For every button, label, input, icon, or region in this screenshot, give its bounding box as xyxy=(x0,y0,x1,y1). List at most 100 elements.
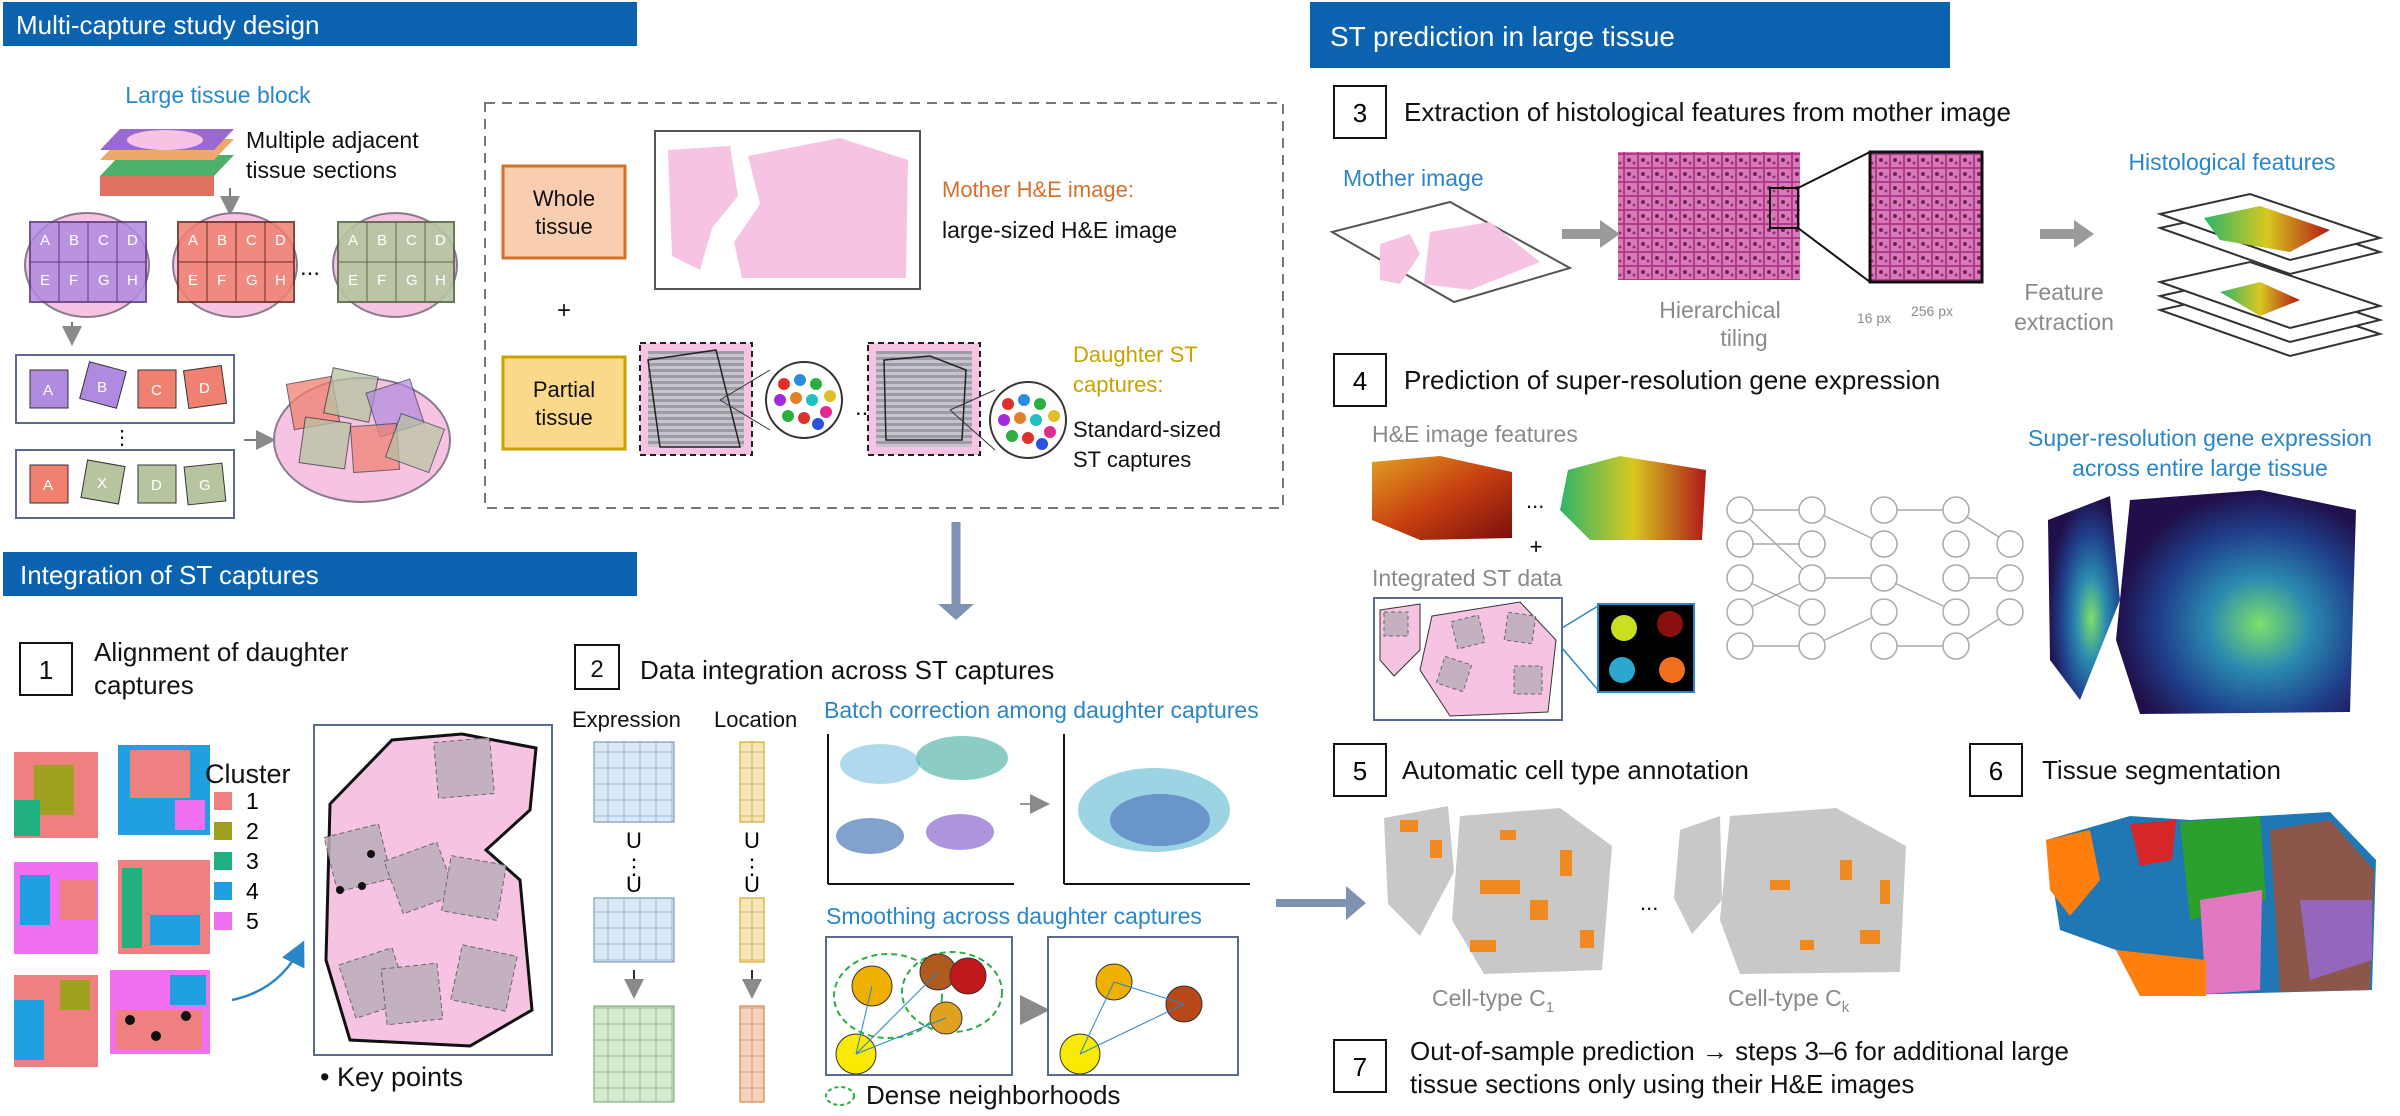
cluster-legend: 1 2 3 4 5 xyxy=(214,788,259,934)
step4-title: Prediction of super-resolution gene expr… xyxy=(1404,365,1940,395)
cluster-title: Cluster xyxy=(205,759,291,789)
section-grid-purple xyxy=(24,212,150,318)
celltype-ellipsis: ... xyxy=(1640,890,1658,915)
px256-label: 256 px xyxy=(1911,303,1953,319)
step2-number: 2 xyxy=(590,656,603,683)
tissue-segmentation-map xyxy=(2046,812,2376,996)
svg-text:G: G xyxy=(406,272,418,289)
step3-badge xyxy=(1333,85,1387,139)
header-integration xyxy=(3,552,637,596)
panel-integration: Integration of ST captures 1 Alignment o… xyxy=(3,552,1366,1110)
alignment-arrow xyxy=(231,940,305,1002)
key-points-legend: • Key points xyxy=(320,1062,463,1092)
dense-neighborhoods-legend: Dense neighborhoods xyxy=(866,1080,1120,1110)
expression-label: Expression xyxy=(572,707,681,732)
daughter-desc-line1: Standard-sized xyxy=(1073,417,1221,442)
svg-text:F: F xyxy=(217,272,226,289)
header-st-prediction xyxy=(1310,2,1950,68)
svg-text:2: 2 xyxy=(246,818,259,844)
union-2: U xyxy=(626,872,642,897)
capture-row-2 xyxy=(15,449,235,519)
mother-image-label: Mother image xyxy=(1343,165,1484,191)
step7-title-line2: tissue sections only using their H&E ima… xyxy=(1410,1069,1914,1099)
key-point xyxy=(358,882,366,890)
aligned-captures xyxy=(323,737,518,1026)
hierarchical-tiles xyxy=(1618,152,1800,280)
tiling-arrow-head xyxy=(1600,220,1620,248)
svg-text:C: C xyxy=(98,232,109,249)
partial-tissue-box xyxy=(501,355,627,451)
mother-plane-tissue-right xyxy=(1424,222,1540,290)
svg-text:C: C xyxy=(406,232,417,249)
celltype-map-ck-right xyxy=(1720,808,1906,974)
capture-rows-vdots: ⋮ xyxy=(112,427,132,449)
svg-text:H: H xyxy=(435,272,446,289)
dense-neighborhood-icon xyxy=(825,1086,855,1106)
svg-text:G: G xyxy=(98,272,110,289)
step7-number: 7 xyxy=(1353,1052,1367,1082)
step6-badge xyxy=(1969,743,2023,797)
svg-text:G: G xyxy=(246,272,258,289)
header-multi-capture xyxy=(3,2,637,46)
daughter-capture-1 xyxy=(639,342,753,456)
step7-badge xyxy=(1333,1039,1387,1093)
whole-tissue-line2: tissue xyxy=(535,214,592,239)
mother-plane-tissue-left xyxy=(1380,234,1420,284)
step2-title: Data integration across ST captures xyxy=(640,655,1054,685)
mother-daughter-box xyxy=(484,102,1284,509)
svg-text:B: B xyxy=(377,232,387,249)
feature-arrow-head xyxy=(2074,220,2094,248)
step7-title-line1: Out-of-sample prediction → steps 3–6 for… xyxy=(1410,1036,2069,1066)
he-features-ellipsis: ... xyxy=(1526,488,1544,513)
super-res-map-left xyxy=(2048,496,2120,700)
celltype-ck-spots xyxy=(1770,860,1890,950)
svg-text:A: A xyxy=(43,382,53,399)
daughter-desc-line2: ST captures xyxy=(1073,447,1191,472)
expression-matrix-1 xyxy=(593,741,675,823)
step2-badge xyxy=(574,644,620,690)
section-grid-red xyxy=(172,212,298,318)
mother-tissue-left xyxy=(668,146,738,270)
capture-row-2-labels: A X D G xyxy=(43,475,211,494)
super-res-line1: Super-resolution gene expression xyxy=(2028,425,2372,451)
smoothing-before xyxy=(825,936,1013,1076)
svg-text:E: E xyxy=(348,272,358,289)
adjacent-sections-line1: Multiple adjacent xyxy=(246,127,419,153)
mother-label: Mother H&E image: xyxy=(942,177,1134,202)
whole-tissue-line1: Whole xyxy=(533,186,595,211)
cluster-maps xyxy=(14,745,210,1067)
celltype-map-c1-left xyxy=(1384,806,1454,936)
location-matrix-1 xyxy=(739,741,765,823)
celltype-map-c1-right xyxy=(1452,808,1612,974)
step4-badge xyxy=(1333,353,1387,407)
svg-text:F: F xyxy=(377,272,386,289)
adjacent-sections-line2: tissue sections xyxy=(246,157,397,183)
px16-label: 16 px xyxy=(1857,310,1891,326)
scatter-after xyxy=(1063,734,1250,885)
right-arrow-head xyxy=(1346,886,1366,920)
daughter-label-line2: captures: xyxy=(1073,372,1164,397)
svg-text:C: C xyxy=(151,382,162,399)
svg-text:E: E xyxy=(40,272,50,289)
key-point xyxy=(367,850,375,858)
step6-title: Tissue segmentation xyxy=(2042,755,2281,785)
svg-text:D: D xyxy=(435,232,446,249)
svg-text:A: A xyxy=(348,232,358,249)
scatter-before xyxy=(827,734,1014,885)
vdots-2: ⋮ xyxy=(741,854,763,879)
panel-multi-capture: Multi-capture study design Large tissue … xyxy=(3,2,1284,620)
svg-text:X: X xyxy=(97,475,107,492)
feature-extraction-line2: extraction xyxy=(2014,309,2114,335)
step5-title: Automatic cell type annotation xyxy=(1402,755,1749,785)
sections-ellipsis: ... xyxy=(300,254,320,281)
mother-tissue-right xyxy=(734,138,908,278)
down-arrow-head xyxy=(938,604,974,620)
header-st-prediction-text: ST prediction in large tissue xyxy=(1330,21,1675,52)
hier-tiling-line2: tiling xyxy=(1720,325,1767,351)
hist-features-label: Histological features xyxy=(2128,149,2335,175)
svg-text:A: A xyxy=(188,232,198,249)
spot-zoom-2 xyxy=(949,381,1067,459)
svg-text:1: 1 xyxy=(246,788,259,814)
step5-badge xyxy=(1333,743,1387,797)
